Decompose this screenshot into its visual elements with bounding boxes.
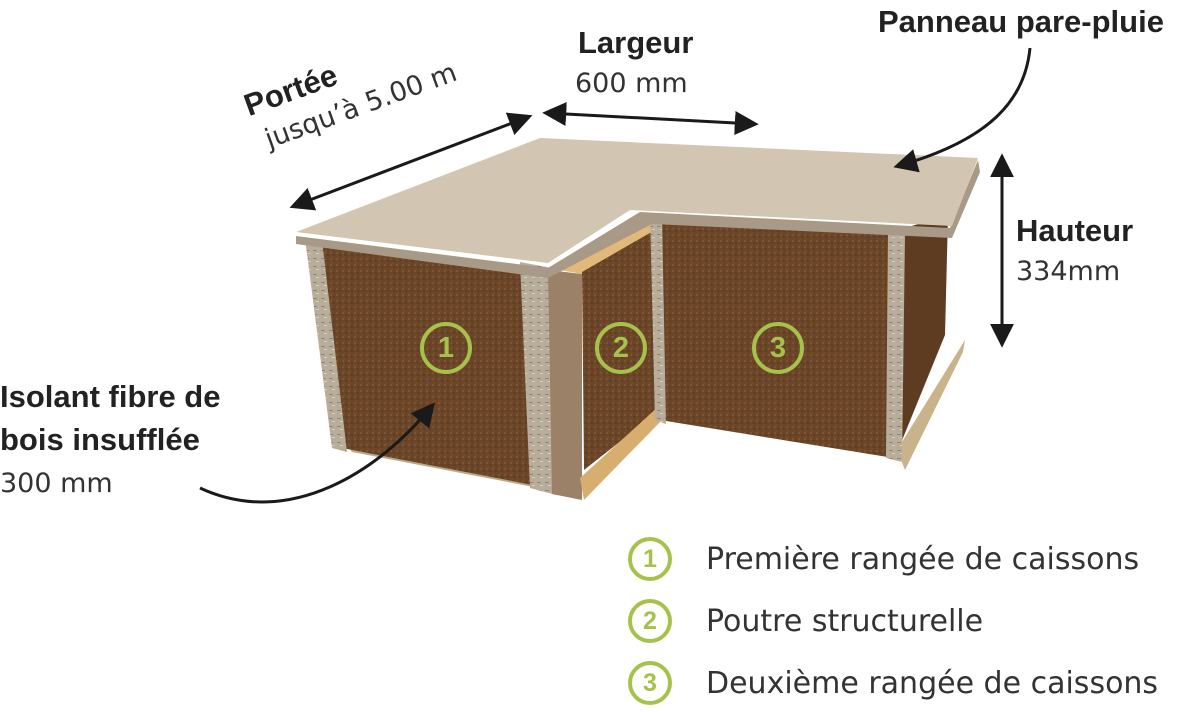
second-row-corner-post <box>886 232 905 462</box>
largeur-arrow <box>542 102 759 135</box>
hauteur-title: Hauteur <box>1016 213 1134 248</box>
legend-item-second-row: 3 Deuxième rangée de caissons <box>628 659 1158 707</box>
legend-item-first-row: 1 Première rangée de caissons <box>628 535 1139 583</box>
first-row-post <box>520 262 556 495</box>
second-row-post <box>650 214 666 424</box>
portee-arrow <box>289 112 533 211</box>
top-board-edge <box>296 160 980 278</box>
beam-front-wood <box>548 270 582 500</box>
isolant-title-line1: Isolant fibre de <box>0 379 221 414</box>
base-plate-right <box>897 340 965 470</box>
badge-beam: 2 <box>595 322 647 374</box>
legend-text-1: Première rangée de caissons <box>706 541 1140 577</box>
largeur-title: Largeur <box>578 25 694 60</box>
isolant-value: 300 mm <box>0 468 113 499</box>
panneau-leader <box>893 47 1032 173</box>
badge-first-row: 1 <box>420 322 472 374</box>
legend-text-2: Poutre structurelle <box>706 603 984 639</box>
isolant-leader <box>199 402 436 504</box>
beam-bottom-wood <box>580 405 662 500</box>
second-row-side <box>892 215 948 460</box>
legend-number-1: 1 <box>628 537 672 581</box>
legend-number-2: 2 <box>628 599 672 643</box>
legend-text-3: Deuxième rangée de caissons <box>706 665 1159 701</box>
first-row-side-osb <box>305 238 347 452</box>
isolant-title-line2: bois insufflée <box>0 422 200 457</box>
badge-second-row: 3 <box>752 322 804 374</box>
panneau-title: Panneau pare-pluie <box>878 4 1164 39</box>
legend-item-beam: 2 Poutre structurelle <box>628 597 983 645</box>
legend-number-3: 3 <box>628 661 672 705</box>
hauteur-value: 334mm <box>1016 256 1121 287</box>
largeur-value: 600 mm <box>575 68 688 99</box>
